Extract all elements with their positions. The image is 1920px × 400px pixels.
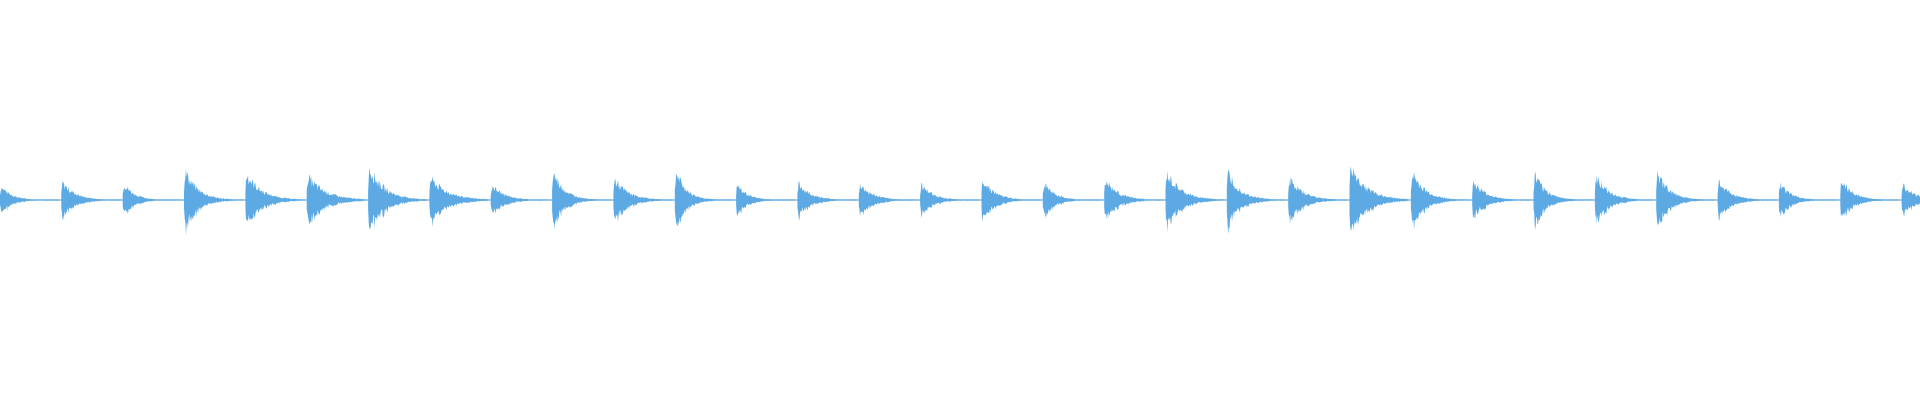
waveform-hit bbox=[1349, 166, 1408, 231]
waveform-hit bbox=[1165, 170, 1224, 233]
waveform-hit bbox=[122, 186, 181, 214]
waveform-hit bbox=[858, 183, 918, 217]
waveform-hit bbox=[490, 186, 549, 214]
waveform-hit bbox=[1901, 183, 1920, 217]
waveform-hit bbox=[61, 180, 120, 221]
waveform-hit bbox=[613, 178, 672, 222]
waveform-hit bbox=[1226, 169, 1286, 235]
waveform-hit bbox=[1717, 179, 1776, 221]
waveform-hit bbox=[368, 166, 427, 230]
waveform-hit bbox=[981, 180, 1040, 222]
waveform-hit bbox=[1410, 172, 1470, 230]
waveform-hit bbox=[1778, 181, 1838, 218]
waveform-hit bbox=[429, 176, 488, 227]
waveform-hit bbox=[736, 185, 795, 217]
waveform-hit bbox=[184, 168, 243, 236]
waveform-hit bbox=[1104, 180, 1163, 220]
waveform-hit bbox=[1472, 180, 1531, 219]
waveform-hit bbox=[1042, 182, 1102, 219]
waveform-hit bbox=[797, 180, 856, 221]
waveform-hit bbox=[245, 175, 304, 222]
waveform-hit bbox=[552, 173, 611, 230]
waveform-hit bbox=[920, 182, 979, 218]
waveform-hit bbox=[306, 174, 365, 225]
waveform-hit bbox=[674, 173, 733, 227]
waveform-hit bbox=[0, 187, 59, 213]
waveform-hits bbox=[0, 166, 1920, 236]
waveform-hit bbox=[1656, 171, 1715, 226]
waveform-hit bbox=[1594, 174, 1654, 224]
waveform-hit bbox=[1288, 176, 1347, 224]
waveform-hit bbox=[1533, 171, 1592, 230]
waveform-hit bbox=[1840, 183, 1899, 217]
